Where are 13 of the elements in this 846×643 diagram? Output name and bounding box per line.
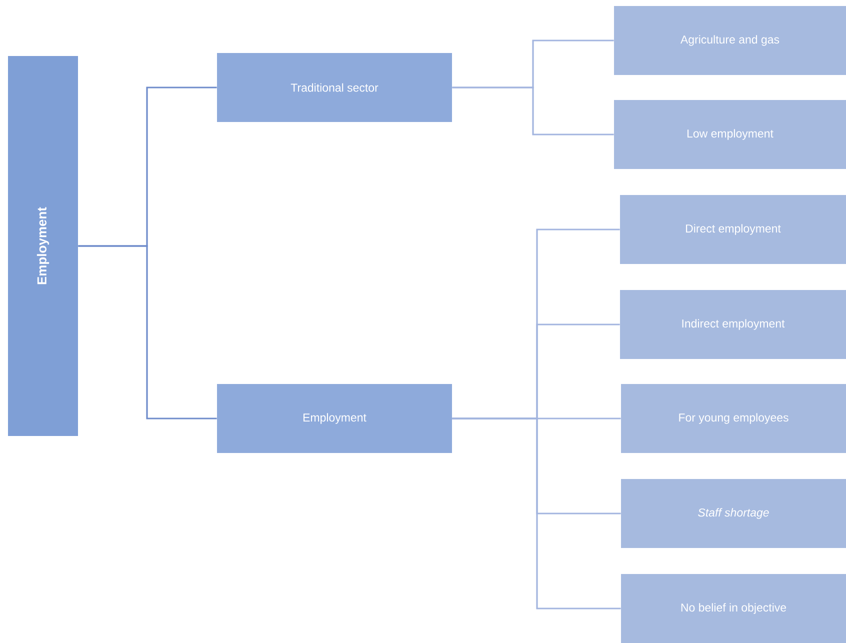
connector-line: [78, 245, 217, 420]
leaf-box: Low employment: [614, 100, 846, 169]
category-box: Employment: [8, 56, 78, 436]
leaf-box: Direct employment: [620, 195, 846, 264]
leaf-box: No belief in objective: [621, 574, 846, 643]
leaf-box: Staff shortage: [621, 479, 846, 548]
leaf-box: Indirect employment: [620, 290, 846, 359]
leaf-box: Agriculture and gas: [614, 6, 846, 75]
branch-box: Employment: [217, 384, 452, 453]
connector-line: [452, 86, 614, 136]
connector-line: [452, 418, 621, 610]
branch-box: Traditional sector: [217, 53, 452, 122]
leaf-box: For young employees: [621, 384, 846, 453]
